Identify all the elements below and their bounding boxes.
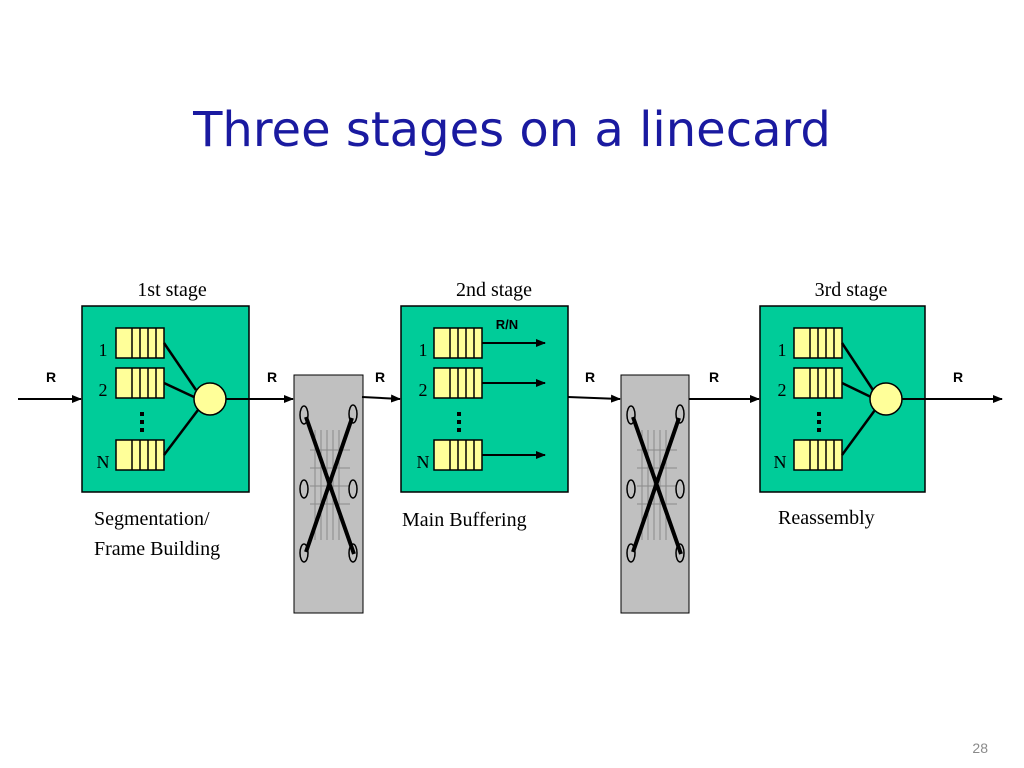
stage-3-merger [869,382,903,416]
stage-1-merger [193,382,227,416]
switch-fabric-1 [293,374,364,614]
stage-3-queue-1 [793,327,843,359]
stage-3-card: 1 2 N [759,305,926,493]
stage-3-queue-n [793,439,843,471]
switch-fabric-2 [620,374,690,614]
rate-label-input: R [46,369,56,385]
stage-1-heading: 1st stage [137,279,207,301]
stage-2-queue-n [433,439,483,471]
stage-1-queue-2 [115,367,165,399]
stage-2-caption: Main Buffering [402,509,527,531]
stage-1-queue-n-label: N [97,452,110,472]
stage-3-caption: Reassembly [778,507,875,529]
slide-title: Three stages on a linecard [193,102,831,158]
stage-2-queue-1 [433,327,483,359]
rate-label-stage3-in: R [709,369,719,385]
stage-1-card: 1 2 N [81,305,250,493]
rate-label-stage1-out: R [267,369,277,385]
stage-2-queue-n-label: N [417,452,430,472]
stage-3-queue-n-label: N [774,452,787,472]
stage-1-queue-n [115,439,165,471]
stage-1-queue-2-label: 2 [99,380,108,400]
rate-label-output: R [953,369,963,385]
stage-3-ellipsis [817,412,821,432]
link-stage2-to-switch2 [567,394,621,403]
stage-2-queue-1-label: 1 [419,340,428,360]
page-number: 28 [972,740,988,756]
stage-1-queue-1-label: 1 [99,340,108,360]
stage-1-ellipsis [140,412,144,432]
stage-2-card: R/N 1 2 N [400,305,569,493]
rate-label-stage2-out: R [585,369,595,385]
rate-label-stage2-in: R [375,369,385,385]
stage-2-queue-2-label: 2 [419,380,428,400]
stage-2-queue-2 [433,367,483,399]
stage-2-ellipsis [457,412,461,432]
stage-1-caption-line-1: Segmentation/ [94,508,210,530]
stage-3-queue-1-label: 1 [778,340,787,360]
stage-3-queue-2 [793,367,843,399]
link-switch1-to-stage2 [361,394,401,403]
stage-2-heading: 2nd stage [456,279,532,301]
stage-1-queue-1 [115,327,165,359]
stage-3-queue-2-label: 2 [778,380,787,400]
stage-3-heading: 3rd stage [815,279,888,301]
stage-1-caption-line-2: Frame Building [94,538,220,560]
stage-2-rate-label: R/N [496,317,518,332]
